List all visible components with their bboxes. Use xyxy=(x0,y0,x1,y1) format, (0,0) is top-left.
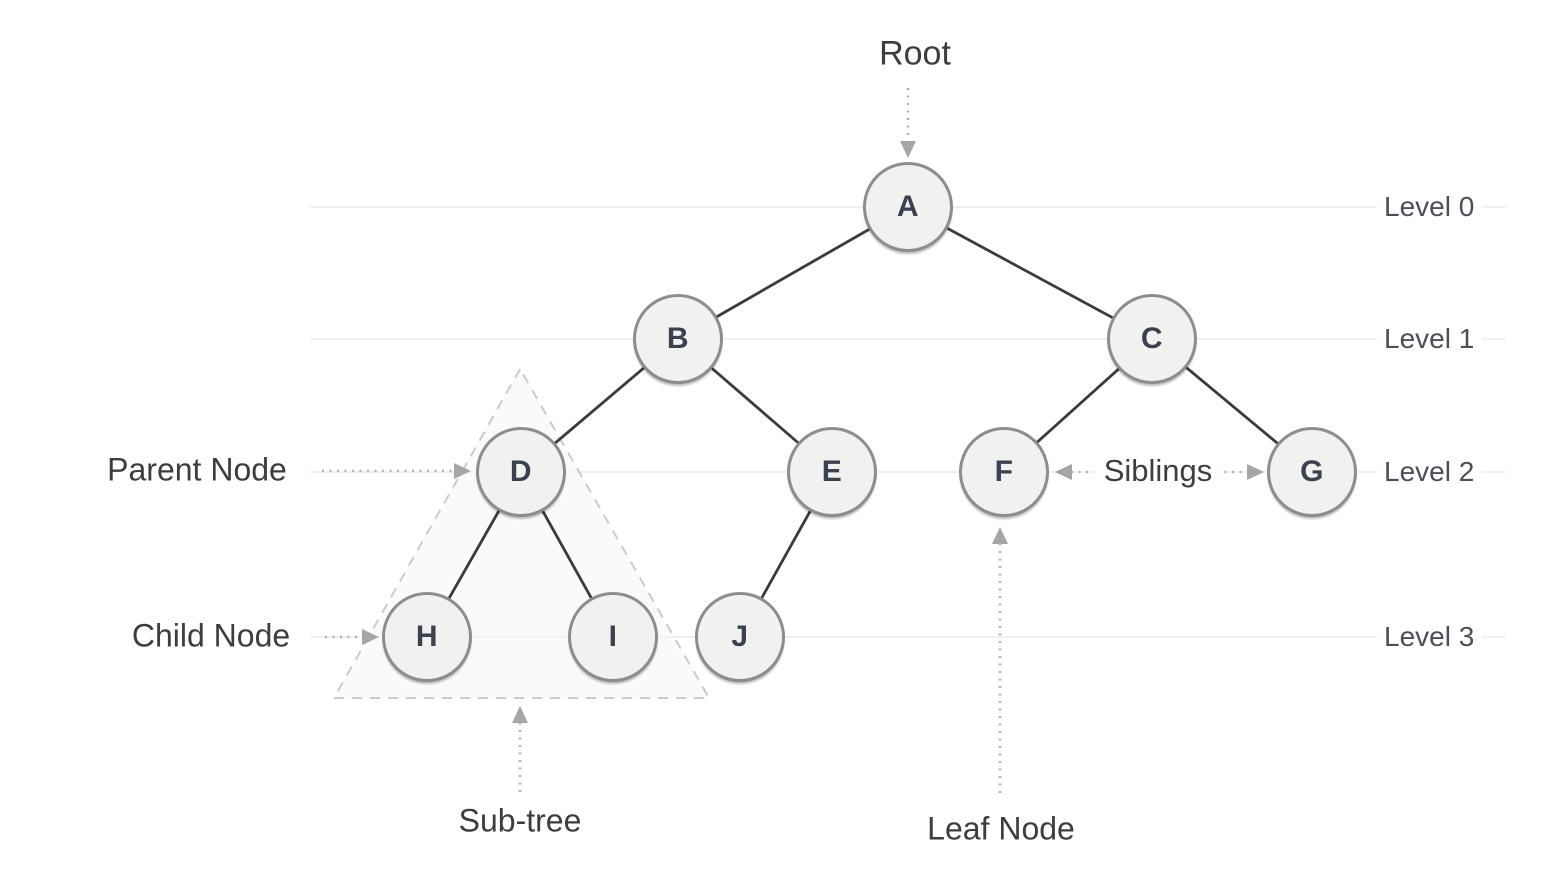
siblings-arrowhead-left xyxy=(1055,464,1072,480)
tree-node-a: A xyxy=(863,162,953,252)
subtree-label: Sub-tree xyxy=(458,802,582,839)
siblings-arrowhead-right xyxy=(1247,464,1264,480)
tree-node-b: B xyxy=(633,294,723,384)
leaf-arrowhead-up xyxy=(992,527,1008,544)
level-3-label: Level 3 xyxy=(1376,621,1483,653)
subtree-arrowhead-up xyxy=(512,706,528,723)
tree-node-c: C xyxy=(1107,294,1197,384)
tree-node-e: E xyxy=(787,427,877,517)
annotation-arrowheads xyxy=(362,141,1264,723)
tree-node-d: D xyxy=(476,427,566,517)
tree-node-i: I xyxy=(568,592,658,682)
parent-arrowhead-right xyxy=(454,463,471,479)
level-1-label: Level 1 xyxy=(1376,323,1483,355)
level-2-label: Level 2 xyxy=(1376,456,1483,488)
leaf-node-label: Leaf Node xyxy=(927,810,1075,847)
child-arrowhead-right xyxy=(362,629,379,645)
tree-node-j: J xyxy=(695,592,785,682)
level-0-label: Level 0 xyxy=(1376,191,1483,223)
tree-node-f: F xyxy=(959,427,1049,517)
parent-node-label: Parent Node xyxy=(107,451,287,488)
root-label: Root xyxy=(879,34,951,73)
tree-node-g: G xyxy=(1267,427,1357,517)
siblings-label: Siblings xyxy=(1093,453,1223,489)
root-arrowhead-down xyxy=(900,141,916,158)
child-node-label: Child Node xyxy=(131,617,291,654)
tree-node-h: H xyxy=(382,592,472,682)
